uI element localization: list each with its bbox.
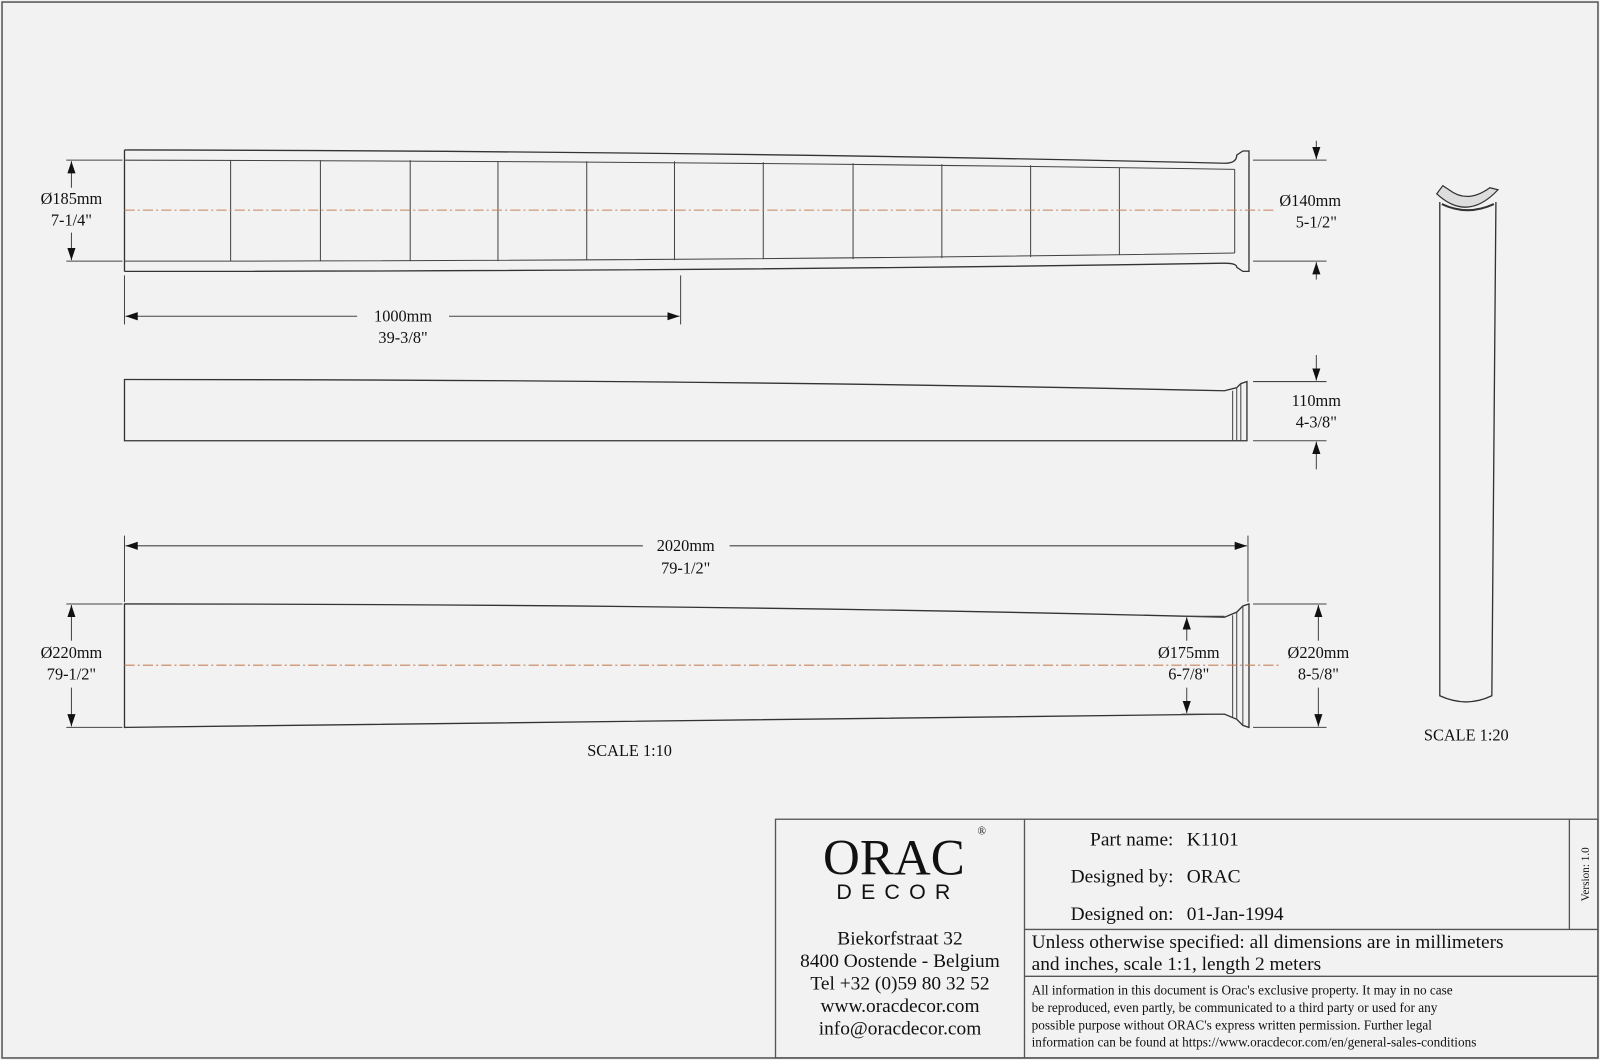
dim-length-in: 79-1/2": [661, 558, 710, 577]
svg-text:8400 Oostende - Belgium: 8400 Oostende - Belgium: [800, 951, 1000, 972]
scale-label: SCALE 1:20: [1424, 726, 1509, 745]
svg-text:DECOR: DECOR: [836, 880, 959, 904]
scale-label: SCALE 1:10: [587, 741, 672, 760]
bottom-view: 2020mm 79-1/2" Ø220mm 79-1/2" Ø175mm 6-7…: [41, 535, 1350, 760]
svg-text:®: ®: [978, 826, 987, 838]
top-view: Ø185mm 7-1/4" Ø140mm 5-1/2" 1000mm 39-3/…: [41, 140, 1341, 347]
svg-text:information can be found at ht: information can be found at https://www.…: [1032, 1035, 1477, 1050]
version: Version: 1.0: [1580, 847, 1592, 902]
dim-right-diameter-in: 5-1/2": [1296, 213, 1337, 232]
svg-text:Designed on:: Designed on:: [1071, 904, 1174, 925]
perspective-view: SCALE 1:20: [1424, 184, 1509, 745]
address: Biekorfstraat 32 8400 Oostende - Belgium…: [800, 929, 1000, 1040]
legal-notice: All information in this document is Orac…: [1032, 983, 1477, 1050]
svg-text:ORAC: ORAC: [823, 830, 965, 886]
svg-text:and inches, scale 1:1, length: and inches, scale 1:1, length 2 meters: [1032, 954, 1321, 975]
website-link[interactable]: www.oracdecor.com: [820, 996, 979, 1017]
dim-left-diameter-in: 79-1/2": [47, 664, 96, 683]
orac-logo: ORAC ® DECOR: [823, 826, 987, 904]
part-name: K1101: [1187, 830, 1239, 851]
designed-by: ORAC: [1187, 866, 1241, 887]
svg-text:Unless otherwise specified: al: Unless otherwise specified: all dimensio…: [1032, 932, 1504, 953]
dim-left-diameter-mm: Ø220mm: [41, 643, 103, 662]
svg-text:Tel +32 (0)59 80 32 52: Tel +32 (0)59 80 32 52: [810, 974, 989, 995]
dim-length-mm: 2020mm: [657, 536, 715, 555]
svg-text:All information in this docume: All information in this document is Orac…: [1032, 983, 1453, 998]
side-view: 110mm 4-3/8": [123, 355, 1342, 470]
ribs: [230, 160, 1236, 262]
svg-text:Biekorfstraat 32: Biekorfstraat 32: [837, 929, 962, 950]
dim-left-diameter-in: 7-1/4": [51, 210, 92, 229]
dim-rib-spacing-mm: 1000mm: [374, 306, 432, 325]
svg-text:Part name:: Part name:: [1090, 830, 1173, 851]
designed-on: 01-Jan-1994: [1187, 904, 1284, 925]
dim-left-diameter-mm: Ø185mm: [41, 189, 103, 208]
dim-right-diameter-mm: Ø140mm: [1279, 191, 1341, 210]
svg-text:be reproduced, even partly, be: be reproduced, even partly, be communica…: [1032, 1000, 1438, 1015]
dim-right-diameter-mm: Ø220mm: [1288, 643, 1350, 662]
svg-text:possible purpose without ORAC': possible purpose without ORAC's express …: [1032, 1017, 1433, 1032]
email-link[interactable]: info@oracdecor.com: [819, 1018, 982, 1039]
dim-height-in: 4-3/8": [1296, 412, 1337, 431]
dim-inner-diameter-mm: Ø175mm: [1158, 643, 1220, 662]
dim-height-mm: 110mm: [1292, 391, 1342, 410]
title-block: ORAC ® DECOR Biekorfstraat 32 8400 Ooste…: [774, 818, 1599, 1059]
svg-text:Designed by:: Designed by:: [1071, 866, 1174, 887]
dim-rib-spacing-in: 39-3/8": [378, 328, 427, 347]
dim-inner-diameter-in: 6-7/8": [1168, 664, 1209, 683]
dim-right-diameter-in: 8-5/8": [1298, 664, 1339, 683]
